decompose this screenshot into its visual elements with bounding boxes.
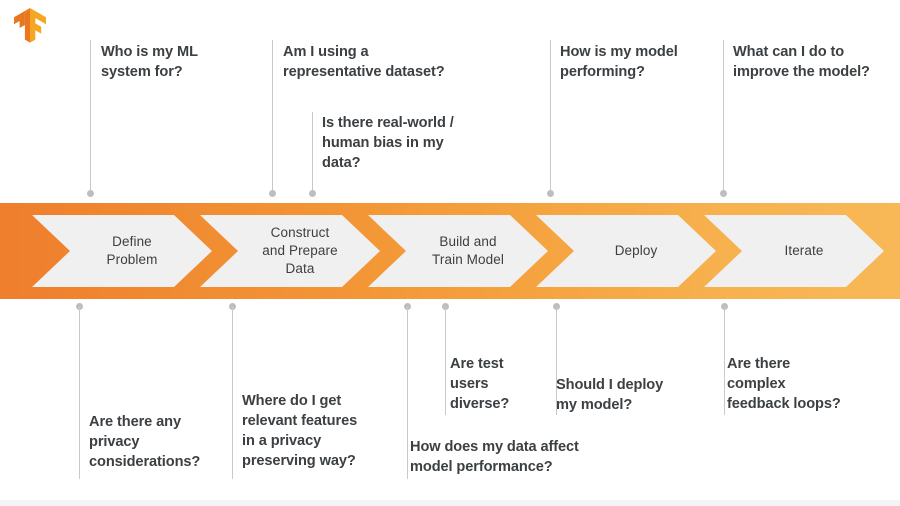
connector-line-bottom-2	[232, 307, 233, 479]
connector-line-bottom-4	[445, 307, 446, 415]
question-above-5: What can I do to improve the model?	[733, 44, 870, 80]
connector-line-top-3	[312, 112, 313, 192]
process-step-label: Construct and Prepare Data	[262, 225, 338, 276]
connector-dot-bottom-5	[553, 303, 560, 310]
question-below-1: Are there any privacy considerations?	[89, 414, 201, 470]
question-below-2: Where do I get relevant features in a pr…	[242, 393, 358, 469]
process-step-label: Iterate	[784, 243, 824, 258]
process-step-label: Deploy	[614, 243, 658, 258]
connector-line-top-4	[550, 40, 551, 192]
connector-dot-bottom-2	[229, 303, 236, 310]
process-step-construct-prepare-data[interactable]: Construct and Prepare Data	[200, 215, 380, 287]
process-step-label: Define Problem	[106, 234, 158, 267]
connector-line-bottom-5	[556, 307, 557, 415]
connector-dot-bottom-6	[721, 303, 728, 310]
process-step-iterate[interactable]: Iterate	[704, 215, 884, 287]
question-below-4: How does my data affect model performanc…	[410, 439, 579, 475]
question-above-1: Who is my ML system for?	[101, 44, 198, 80]
question-below-6: Are there complex feedback loops?	[727, 356, 841, 412]
question-below-3: Are test users diverse?	[450, 356, 510, 412]
question-above-4: How is my model performing?	[560, 44, 678, 80]
process-step-define-problem[interactable]: Define Problem	[32, 215, 212, 287]
footer-strip	[0, 500, 900, 506]
connector-dot-bottom-4	[442, 303, 449, 310]
question-below-5: Should I deploy my model?	[556, 377, 664, 413]
connector-line-top-2	[272, 40, 273, 192]
connector-dot-top-5	[720, 190, 727, 197]
connector-line-top-5	[723, 40, 724, 192]
connector-line-bottom-3	[407, 307, 408, 479]
connector-line-bottom-6	[724, 307, 725, 415]
connector-dot-top-1	[87, 190, 94, 197]
connector-line-bottom-1	[79, 307, 80, 479]
connector-dot-top-3	[309, 190, 316, 197]
question-above-3: Is there real-world / human bias in my d…	[322, 115, 454, 171]
process-step-label: Build and Train Model	[432, 234, 504, 267]
connector-dot-bottom-3	[404, 303, 411, 310]
connector-dot-top-4	[547, 190, 554, 197]
connector-line-top-1	[90, 40, 91, 192]
connector-dot-top-2	[269, 190, 276, 197]
process-step-deploy[interactable]: Deploy	[536, 215, 716, 287]
connector-dot-bottom-1	[76, 303, 83, 310]
question-above-2: Am I using a representative dataset?	[283, 44, 445, 80]
process-steps: Define Problem Construct and Prepare Dat…	[0, 203, 900, 299]
process-step-build-train-model[interactable]: Build and Train Model	[368, 215, 548, 287]
tensorflow-logo	[14, 8, 46, 44]
